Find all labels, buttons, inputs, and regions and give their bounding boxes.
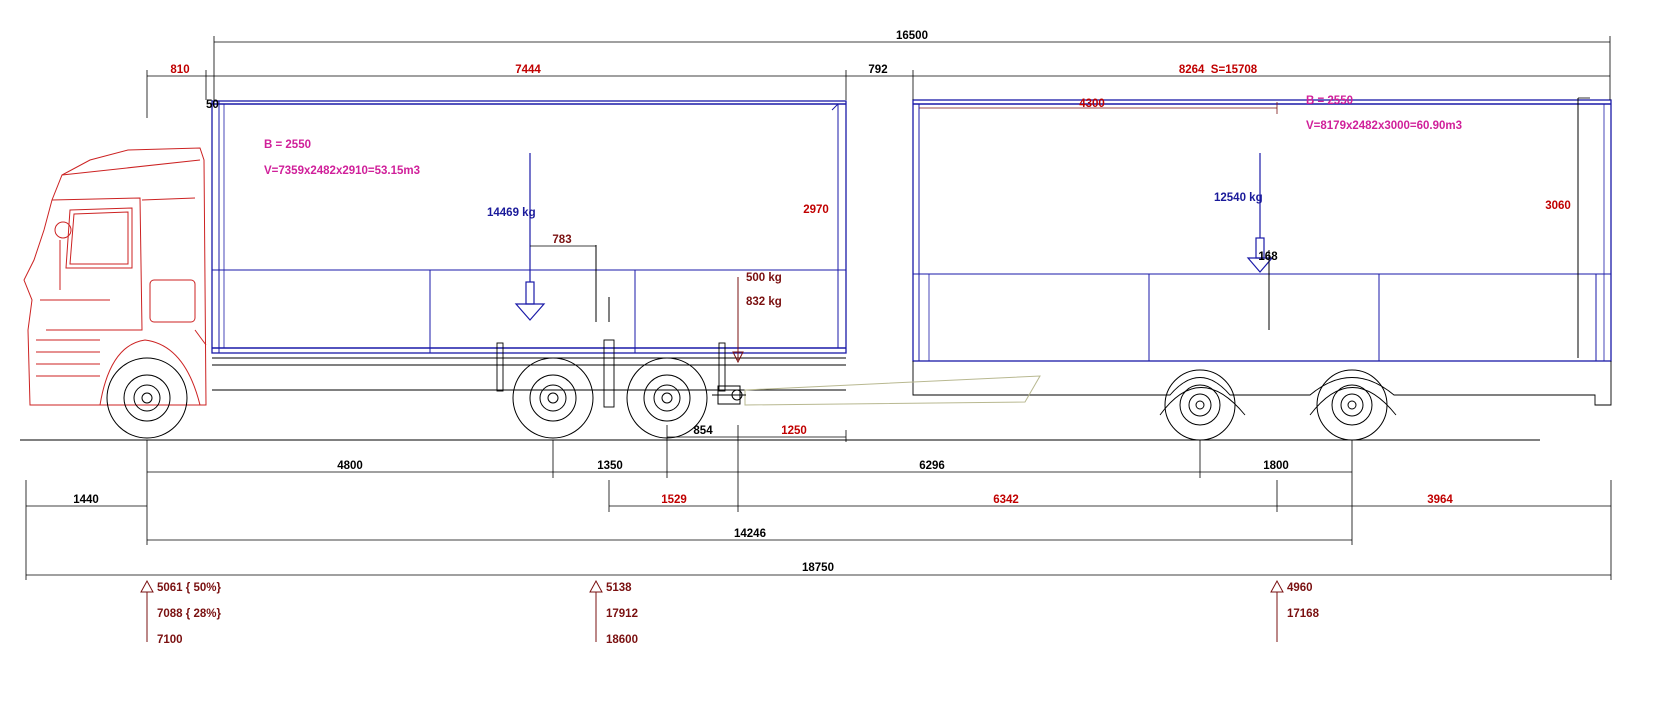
- dim-1440: 1440: [73, 494, 99, 506]
- rear-axle-load-3: 18600: [606, 634, 638, 646]
- dim-16500: 16500: [896, 30, 928, 42]
- reference-lines: [595, 98, 1579, 364]
- dim-front-wall: 50: [206, 99, 219, 111]
- dim-2970: 2970: [803, 204, 829, 216]
- down-arrow-icon: [1246, 153, 1274, 273]
- triangle-arrow-icon: [140, 579, 154, 642]
- dim-1250: 1250: [781, 425, 807, 437]
- trailer-body: [912, 99, 1612, 362]
- dim-792: 792: [868, 64, 887, 76]
- dim-6296: 6296: [919, 460, 945, 472]
- front-axle-load-1: 5061 { 50%}: [157, 582, 221, 594]
- dim-854: 854: [693, 425, 713, 437]
- rear-axle-load-2: 17912: [606, 608, 638, 620]
- truck-volume: V=7359x2482x2910=53.15m3: [264, 165, 420, 177]
- wheel-icon: [1316, 369, 1388, 441]
- triangle-arrow-icon: [589, 579, 603, 642]
- wheel-icon: [106, 357, 188, 439]
- dim-4800: 4800: [337, 460, 363, 472]
- dim-1800: 1800: [1263, 460, 1289, 472]
- wheel-icon: [512, 357, 594, 439]
- dim-14246: 14246: [734, 528, 766, 540]
- dimension-labels: 16500 810 7444 792 8264 S=15708 50 4300 …: [73, 30, 1571, 574]
- truck-width: B = 2550: [264, 139, 311, 151]
- wheel-icon: [1164, 369, 1236, 441]
- trailer-axle-load-1: 4960: [1287, 582, 1313, 594]
- wheels: [106, 357, 1388, 441]
- front-axle-load-3: 7100: [157, 634, 183, 646]
- dim-168: 168: [1258, 251, 1278, 263]
- cab: [23, 147, 207, 406]
- dim-783: 783: [552, 234, 571, 246]
- drawbar: [744, 375, 1041, 406]
- trailer-volume: V=8179x2482x3000=60.90m3: [1306, 120, 1462, 132]
- axle-load-labels: 5061 { 50%} 7088 { 28%} 7100 5138 17912 …: [157, 582, 1320, 646]
- load-500: 500 kg: [746, 272, 782, 284]
- truck-chassis: [212, 339, 846, 408]
- body-specs: B = 2550 V=7359x2482x2910=53.15m3 14469 …: [264, 95, 1462, 308]
- dim-3964: 3964: [1427, 494, 1453, 506]
- axle-markers: [140, 579, 1284, 642]
- dim-4300: 4300: [1079, 98, 1105, 110]
- down-arrow-icon: [514, 153, 546, 321]
- dim-6342: 6342: [993, 494, 1019, 506]
- dim-8264: 8264 S=15708: [1179, 64, 1258, 76]
- coupling: [712, 385, 746, 405]
- trailer-axle-load-2: 17168: [1287, 608, 1320, 620]
- dimension-lines: [25, 36, 1612, 580]
- front-axle-load-2: 7088 { 28%}: [157, 608, 221, 620]
- trailer-width: B = 2550: [1306, 95, 1353, 107]
- trailer-payload: 12540 kg: [1214, 192, 1263, 204]
- dim-1350: 1350: [597, 460, 623, 472]
- trailer-chassis: [912, 361, 1612, 416]
- dim-3060: 3060: [1545, 200, 1571, 212]
- dim-1529: 1529: [661, 494, 687, 506]
- rear-axle-load-1: 5138: [606, 582, 632, 594]
- dim-810: 810: [170, 64, 189, 76]
- dim-18750: 18750: [802, 562, 834, 574]
- triangle-arrow-icon: [1270, 579, 1284, 642]
- dim-7444: 7444: [515, 64, 541, 76]
- load-832: 832 kg: [746, 296, 782, 308]
- truck-body: [211, 100, 847, 354]
- truck-payload: 14469 kg: [487, 207, 536, 219]
